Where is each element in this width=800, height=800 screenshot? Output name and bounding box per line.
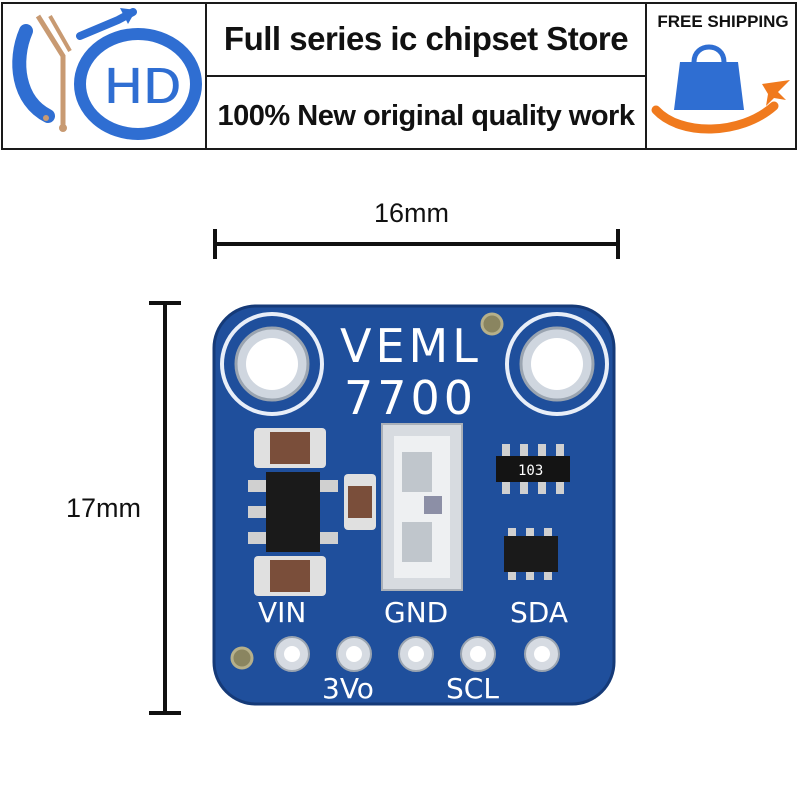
- free-shipping-label: FREE SHIPPING: [657, 12, 789, 31]
- pin-label-gnd: GND: [384, 596, 448, 629]
- pin-label-3vo: 3Vo: [322, 672, 374, 705]
- pin-label-scl: SCL: [446, 672, 499, 705]
- chip-marking: 103: [518, 463, 543, 479]
- board-title-7700: 7700: [344, 371, 477, 425]
- veml7700-board-image: VEML 7700 103: [212, 304, 616, 706]
- logo-text: HD: [104, 56, 182, 116]
- resistor-network: 103: [496, 444, 570, 494]
- store-title: Full series ic chipset Store: [223, 20, 629, 57]
- banner-divider-middle: [206, 75, 646, 77]
- width-label: 16mm: [374, 198, 450, 228]
- level-shifter-chip: [504, 528, 558, 580]
- regulator-chip: [248, 472, 338, 552]
- banner-frame: [1, 2, 797, 150]
- board-title-veml: VEML: [340, 319, 482, 373]
- fiducial-bottom: [230, 646, 254, 670]
- yhd-logo: HD: [12, 8, 202, 140]
- header-pins: [274, 636, 560, 672]
- veml7700-sensor: [381, 423, 463, 591]
- store-banner: HD Full series ic chipset Store 100% New…: [0, 0, 800, 153]
- pin-label-vin: VIN: [258, 596, 306, 629]
- store-subtitle: 100% New original quality work: [217, 100, 635, 132]
- mounting-hole-left: [220, 312, 324, 416]
- capacitor-top: [254, 428, 326, 468]
- pin-label-sda: SDA: [510, 596, 568, 629]
- capacitor-bottom: [254, 556, 326, 596]
- mounting-hole-right: [505, 312, 609, 416]
- banner-divider-right: [645, 2, 647, 150]
- height-label: 17mm: [66, 493, 142, 523]
- shopping-bag-plane-icon: [651, 44, 790, 134]
- fiducial-top: [480, 312, 504, 336]
- resistor-small: [344, 474, 376, 530]
